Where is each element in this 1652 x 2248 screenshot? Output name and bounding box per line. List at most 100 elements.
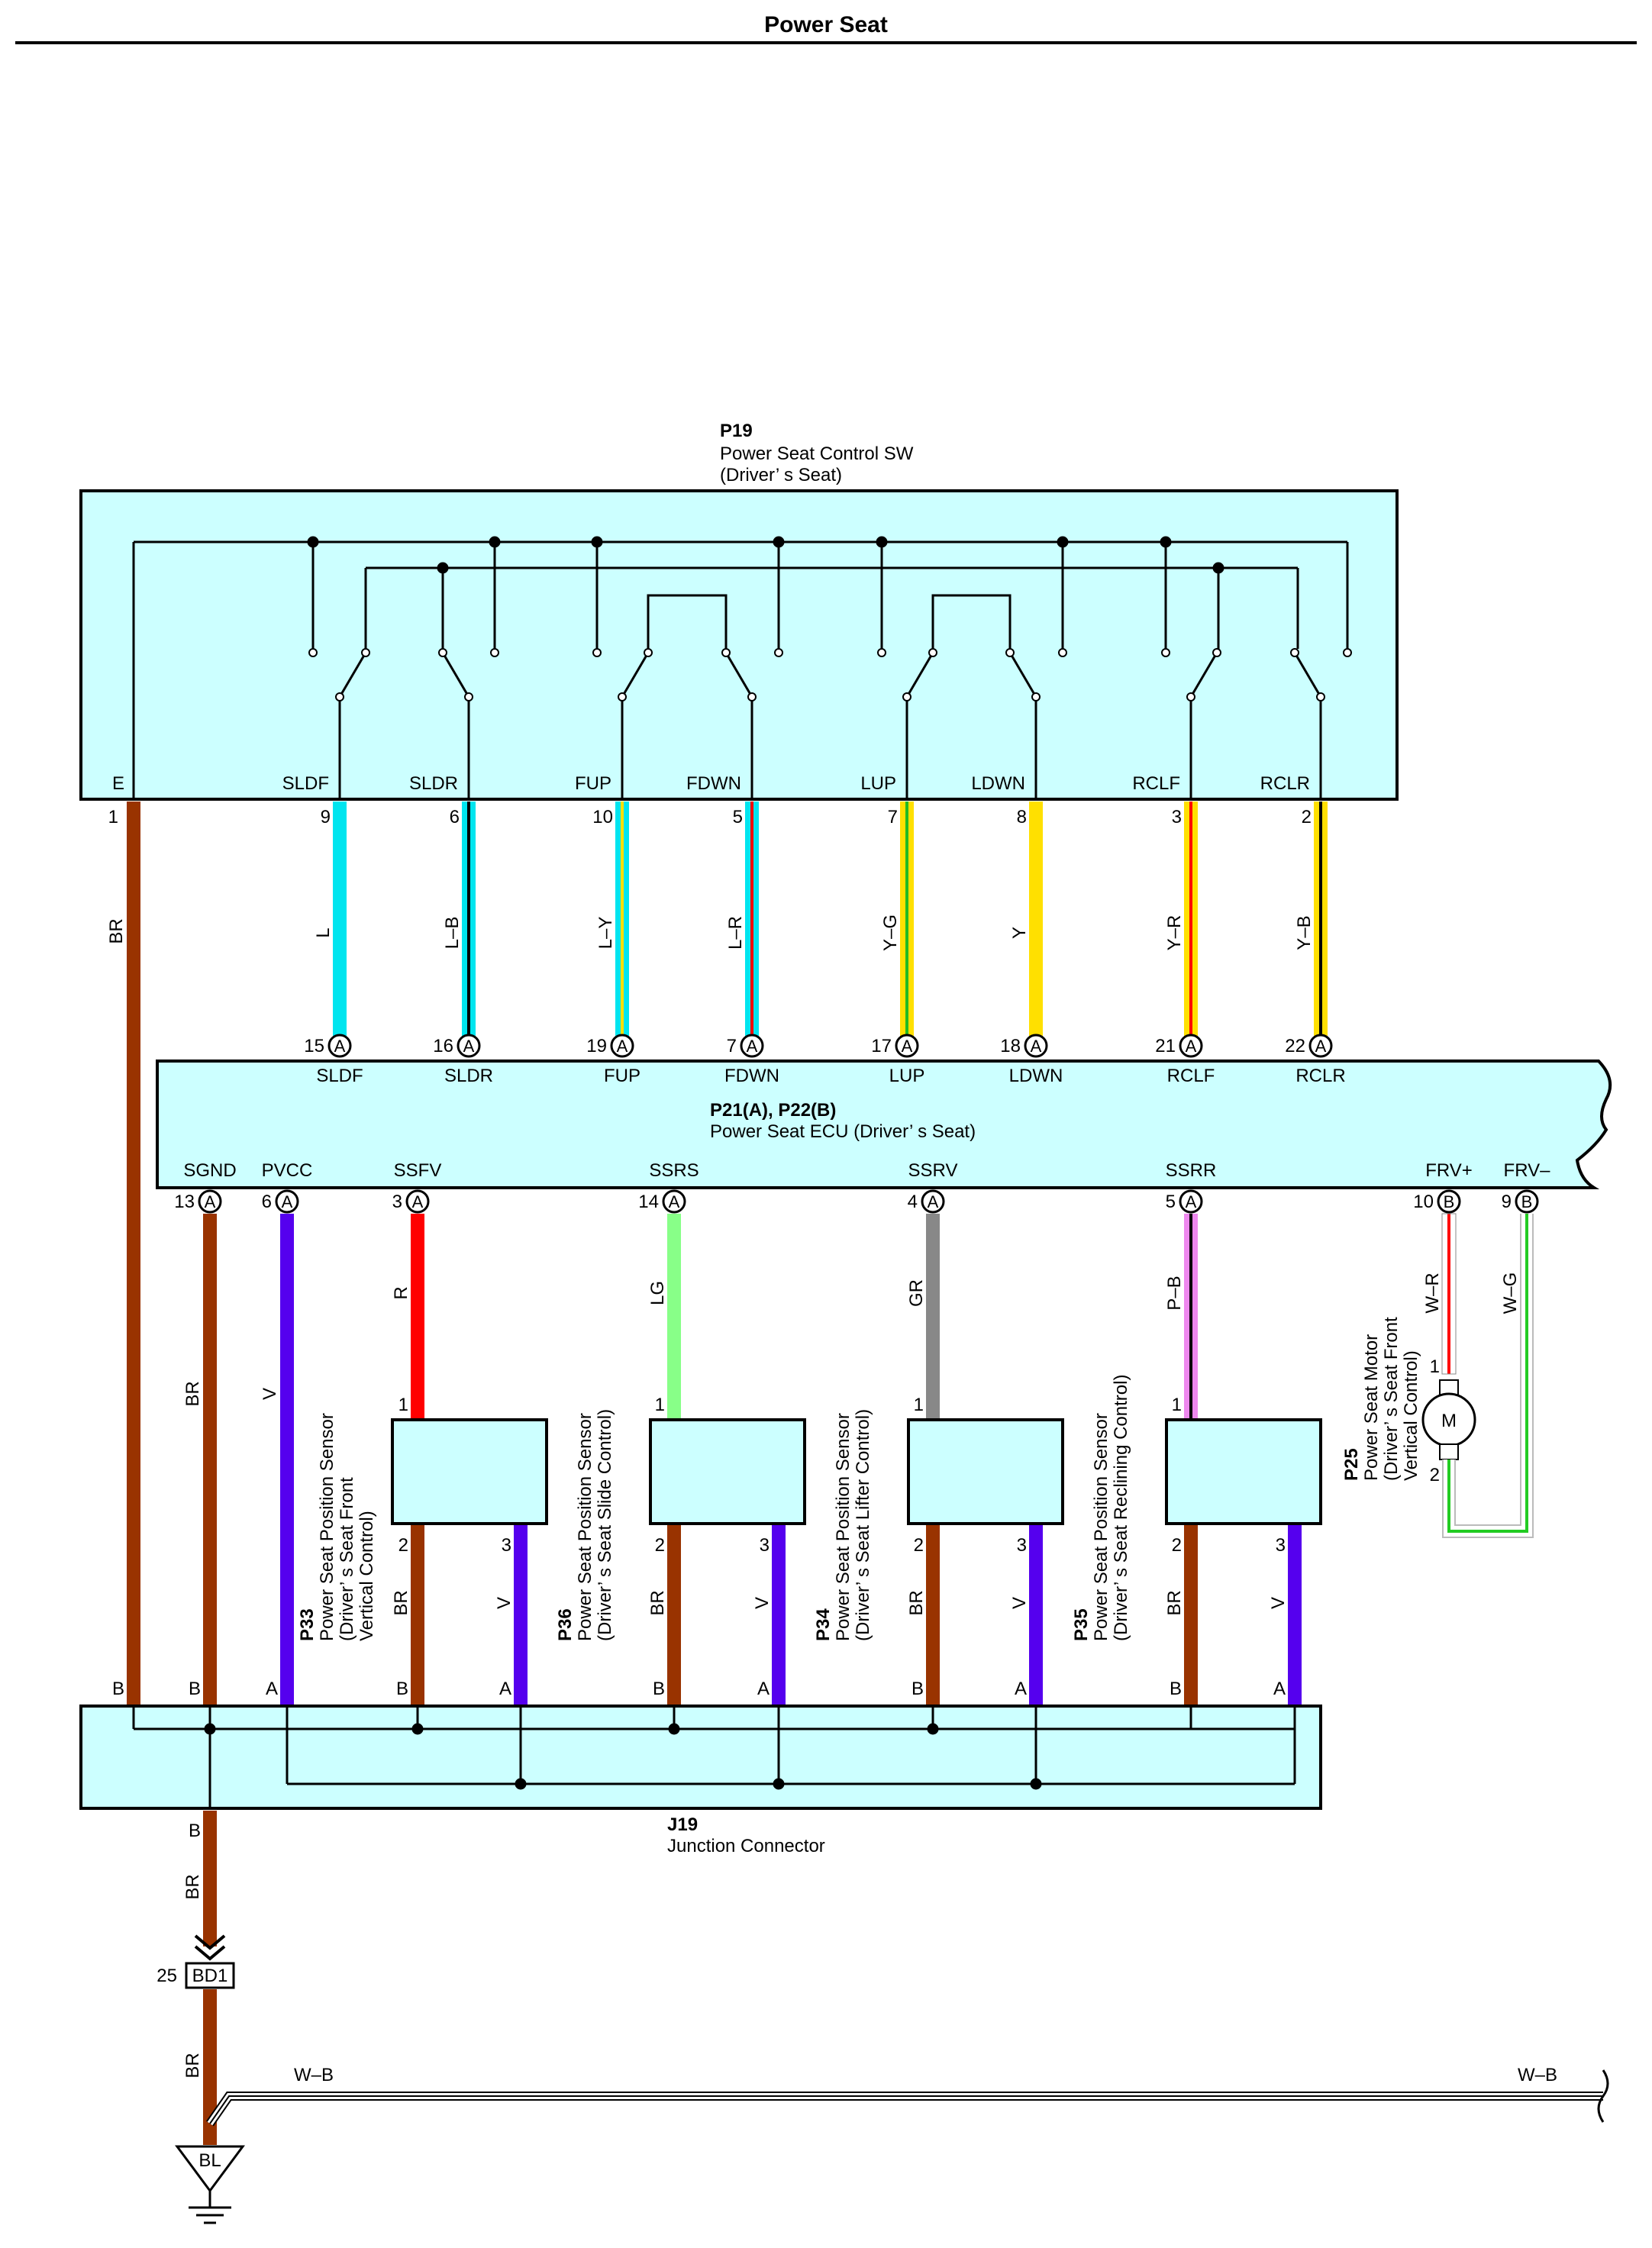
ecu-bottom-pin-number: 13 — [174, 1192, 195, 1212]
wire-pvcc — [280, 1214, 294, 1706]
sensor-name: Power Seat Position Sensor — [317, 1413, 337, 1641]
ecu-name: Power Seat ECU (Driver’ s Seat) — [710, 1121, 976, 1142]
ecu-pin-sldr — [457, 1034, 481, 1058]
wire-label: W–G — [1500, 1272, 1521, 1314]
junction-pin-label: A — [266, 1679, 278, 1699]
wire-frv-minus — [1444, 1214, 1532, 1537]
switch-pin-number: 5 — [733, 807, 743, 827]
ecu-bottom-pin-name: SSRR — [1166, 1160, 1217, 1181]
bd1-connector-chevron — [194, 1934, 226, 1961]
switch-contact — [928, 648, 937, 657]
wire-sensor-vcc — [1288, 1525, 1302, 1706]
ecu-top-pin-name: FUP — [604, 1066, 640, 1086]
wire-wb-stripe — [209, 2095, 1603, 2124]
wire-label: W–R — [1422, 1272, 1443, 1313]
ecu-bottom-pin-number: 9 — [1502, 1192, 1512, 1212]
ecu-bottom-pin-3-letter: A — [669, 1192, 680, 1211]
wire-label: P–B — [1164, 1276, 1185, 1310]
wire-label: V — [1009, 1597, 1030, 1609]
wire-label: BR — [182, 2053, 203, 2078]
junction-pin-label: B — [1170, 1679, 1182, 1699]
sensor-sub: (Driver’ s Seat Front — [337, 1477, 357, 1641]
junction-pin-label: B — [112, 1679, 124, 1699]
page-title: Power Seat — [764, 12, 888, 37]
ecu-pin-sldf — [327, 1034, 352, 1058]
wire-ldwn — [1029, 801, 1043, 1044]
junction-code: J19 — [667, 1814, 698, 1835]
ecu-bottom-pin-number: 5 — [1166, 1192, 1176, 1212]
motor-bottom-cap — [1439, 1443, 1459, 1460]
switch-pin-name: RCLR — [1260, 773, 1310, 794]
wire-rclr-stripe — [1319, 801, 1322, 1044]
wire-label: Y–B — [1294, 915, 1315, 950]
ecu-bottom-pin-name: FRV+ — [1425, 1160, 1473, 1181]
switch-internals — [132, 536, 1352, 799]
switch-pin-name: SLDR — [409, 773, 458, 794]
switch-pivot — [618, 692, 627, 701]
bd1-name: BD1 — [192, 1966, 228, 1986]
sensor-pin-2: 2 — [398, 1535, 408, 1556]
motor-letter: M — [1441, 1411, 1457, 1431]
wire-ground-final — [203, 1989, 217, 2145]
switch-upper-node — [307, 536, 319, 548]
switch-sub: (Driver’ s Seat) — [720, 465, 842, 485]
sensor-pin-1: 1 — [398, 1395, 408, 1415]
switch-blade — [905, 652, 934, 698]
switch-pin-name: LDWN — [971, 773, 1025, 794]
switch-pin-name: LUP — [860, 773, 896, 794]
ecu-top-pin-name: FDWN — [724, 1066, 779, 1086]
switch-contact — [1290, 648, 1299, 657]
sensor-code: P34 — [813, 1608, 834, 1641]
motor-name: Power Seat Motor — [1361, 1334, 1382, 1481]
ecu-bottom-pin-5-letter: A — [1186, 1192, 1197, 1211]
switch-pin-name: SLDF — [282, 773, 329, 794]
junction-out-label: B — [189, 1821, 201, 1841]
junction-pin-label: B — [653, 1679, 665, 1699]
ecu-pin-fup — [610, 1034, 634, 1058]
wire-sensor-signal-stripe — [1189, 1214, 1192, 1420]
switch-pin-number: 7 — [888, 807, 898, 827]
switch-contact — [1005, 648, 1015, 657]
wire-frv-minus-stripe — [1447, 1214, 1528, 1533]
wire-label: BR — [106, 918, 127, 943]
ecu-pin-rclr — [1308, 1034, 1333, 1058]
wire-sensor-ground — [667, 1525, 681, 1706]
junction-pin-label: B — [912, 1679, 924, 1699]
wire-sldr-stripe — [467, 801, 470, 1044]
ecu-bottom-pin-name: FRV– — [1504, 1160, 1551, 1181]
sensor-sub: (Driver’ s Seat Reclining Control) — [1111, 1375, 1131, 1641]
wire-frv-plus-outline — [1441, 1213, 1457, 1375]
switch-contact — [308, 648, 318, 657]
wire-wb-label-right: W–B — [1518, 2065, 1557, 2085]
ecu-pin-number: 17 — [871, 1036, 892, 1056]
ecu-pin-lup — [895, 1034, 919, 1058]
wire-label: BR — [391, 1590, 411, 1615]
switch-blade — [1293, 652, 1322, 698]
wire-label: L–B — [442, 917, 463, 950]
wire-ground-run — [203, 1811, 217, 1946]
ecu-pin-rclf-letter: A — [1186, 1037, 1197, 1056]
switch-pin-number: 8 — [1017, 807, 1027, 827]
junction-b-node — [411, 1723, 424, 1735]
switch-contact — [1058, 648, 1067, 657]
ecu-bottom-pin-name: SSRS — [649, 1160, 699, 1181]
switch-upper-node — [773, 536, 785, 548]
ecu-pin-number: 16 — [433, 1036, 453, 1056]
ecu-pin-fup-letter: A — [617, 1037, 628, 1056]
ground-symbol — [175, 2145, 245, 2193]
wire-label: BR — [1164, 1590, 1185, 1615]
switch-contact — [361, 648, 370, 657]
switch-pin-name: FUP — [575, 773, 611, 794]
ecu-bottom-pin-7 — [1515, 1189, 1539, 1214]
sensor-pin-3: 3 — [760, 1535, 770, 1556]
switch-pin-number: 2 — [1302, 807, 1312, 827]
ecu-bottom-pin-number: 6 — [262, 1192, 272, 1212]
switch-contact — [774, 648, 783, 657]
switch-pivot — [464, 692, 473, 701]
ecu-bottom-pin-name: PVCC — [262, 1160, 313, 1181]
ecu-bottom-pin-number: 4 — [908, 1192, 918, 1212]
switch-pivot — [902, 692, 912, 701]
ecu-bottom-pin-5 — [1179, 1189, 1203, 1214]
switch-contact — [438, 648, 447, 657]
switch-blade — [338, 652, 367, 698]
